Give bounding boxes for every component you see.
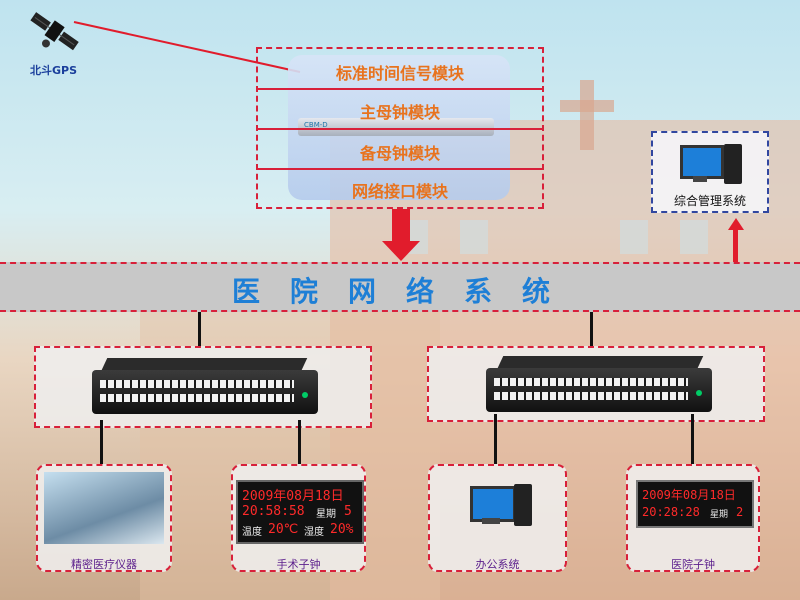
up-arrow-icon xyxy=(733,228,738,264)
time-module-box xyxy=(256,47,544,209)
hospital-clock-date: 2009年08月18日 xyxy=(642,488,736,502)
down-arrow-head xyxy=(382,241,420,261)
hospital-clock-time: 20:28:28 xyxy=(642,505,700,519)
surgery-clock-weekday-label: 星期 xyxy=(316,509,336,520)
network-switch-icon xyxy=(486,368,712,412)
network-bar xyxy=(0,262,800,312)
connector-line xyxy=(590,312,593,346)
connector-line xyxy=(198,312,201,346)
terminal-office-box xyxy=(428,464,567,572)
connector-line xyxy=(494,414,497,464)
surgery-clock-weekday: 5 xyxy=(344,504,352,519)
connector-line xyxy=(691,414,694,464)
surgery-clock-date: 2009年08月18日 xyxy=(242,489,344,504)
hospital-clock-display: 2009年08月18日 20:28:28 星期 2 xyxy=(636,480,754,528)
surgery-clock-temp-label: 温度 xyxy=(242,527,262,538)
cross-icon xyxy=(580,80,594,150)
window xyxy=(460,220,488,254)
surgery-clock-display: 2009年08月18日 20:58:58 星期 5 温度 20℃ 湿度 20% xyxy=(236,480,364,544)
hospital-clock-weekday-label: 星期 xyxy=(710,510,729,520)
surgery-clock-humidity-label: 湿度 xyxy=(304,527,324,538)
satellite-icon xyxy=(30,12,79,51)
module-divider xyxy=(258,128,542,130)
management-system-box xyxy=(651,131,769,213)
module-label-standard-time: 标准时间信号模块 xyxy=(335,64,464,83)
connector-line xyxy=(100,420,103,464)
up-arrow-head xyxy=(728,218,744,230)
satellite-label: 北斗GPS xyxy=(30,64,78,77)
terminal-surgery-clock-label: 手术子钟 xyxy=(276,558,321,571)
device-model: CBM-D xyxy=(304,121,328,129)
surgery-clock-humidity: 20% xyxy=(330,522,354,537)
module-divider xyxy=(258,88,542,90)
module-divider xyxy=(258,168,542,170)
surgery-clock-time: 20:58:58 xyxy=(242,504,305,519)
terminal-office-label: 办公系统 xyxy=(475,558,520,571)
master-clock-device: CBM-D xyxy=(298,118,494,136)
terminal-medical-label: 精密医疗仪器 xyxy=(71,558,137,571)
window xyxy=(620,220,648,254)
module-label-primary-clock: 主母钟模块 xyxy=(359,103,440,122)
connector-line xyxy=(298,420,301,464)
module-label-backup-clock: 备母钟模块 xyxy=(359,144,440,163)
module-label-network-interface: 网络接口模块 xyxy=(351,182,448,201)
cross-icon-bar xyxy=(560,100,614,112)
window xyxy=(680,220,708,254)
surgery-clock-temp: 20℃ xyxy=(268,522,299,537)
hospital-clock-weekday: 2 xyxy=(736,505,744,519)
management-system-label: 综合管理系统 xyxy=(673,194,746,208)
down-arrow-icon xyxy=(392,209,410,243)
network-title: 医院网络系统 xyxy=(231,275,580,308)
terminal-hospital-clock-label: 医院子钟 xyxy=(671,558,715,571)
medical-equipment-image xyxy=(44,472,164,544)
network-switch-icon xyxy=(92,370,318,414)
